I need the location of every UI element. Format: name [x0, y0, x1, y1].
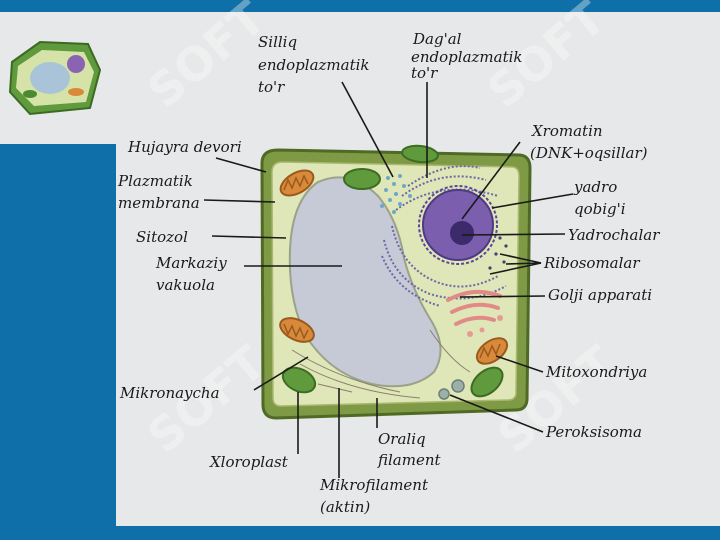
label-oraliq-filament: Oraliq filament	[377, 430, 442, 469]
label-yadrochalar: Yadrochalar	[568, 226, 660, 244]
plant-cell	[260, 144, 532, 420]
label-markaziy-vakuola: Markaziy vakuola	[155, 254, 231, 294]
label-dagal-er: Dag'al endoplazmatik to'r	[411, 30, 527, 82]
mitochondria	[279, 169, 509, 365]
footer-strip	[0, 526, 720, 540]
label-silliq-er: Silliq endoplazmatik to'r	[258, 33, 374, 96]
nucleolus	[450, 221, 474, 245]
cytoskeleton	[291, 329, 471, 399]
ribosomes	[488, 236, 508, 270]
label-mikrofilament: Mikrofilament (aktin)	[319, 476, 433, 516]
watermark-1: SOFT	[137, 0, 276, 118]
header-band	[0, 12, 720, 144]
peroxisomes	[438, 379, 465, 400]
label-ribosomalar: Ribosomalar	[543, 254, 640, 272]
label-peroksisoma: Peroksisoma	[545, 423, 642, 441]
smooth-er	[380, 174, 412, 214]
label-xloroplast: Xloroplast	[209, 453, 289, 471]
central-vacuole	[288, 176, 442, 388]
label-sitozol: Sitozol	[136, 228, 188, 246]
rough-er	[381, 165, 507, 307]
label-hujayra-devori: Hujayra devori	[127, 138, 242, 156]
labels: Silliq endoplazmatik to'r Dag'al endopla…	[117, 30, 660, 516]
golgi-vesicles	[467, 315, 503, 337]
leader-lines	[203, 81, 574, 478]
label-golji-apparati: Golji apparati	[548, 286, 652, 304]
label-mikronaycha: Mikronaycha	[119, 384, 220, 402]
label-xromatin: Xromatin (DNK+oqsillar)	[530, 122, 648, 162]
nuclear-envelope	[418, 185, 498, 265]
chloroplasts	[281, 144, 504, 398]
label-yadro-qobigi: yadro qobig'i	[573, 178, 626, 218]
label-plazmatik-membrana: Plazmatik membrana	[117, 172, 200, 212]
golgi-apparatus	[446, 289, 502, 326]
label-mitoxondriya: Mitoxondriya	[545, 363, 647, 381]
cell-thumbnail-icon	[8, 40, 102, 116]
